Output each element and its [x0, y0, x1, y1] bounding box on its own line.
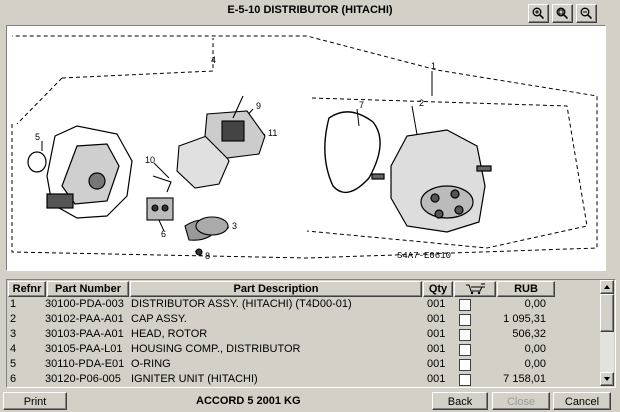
- housing-frame: [61, 38, 214, 79]
- callout-11[interactable]: 11: [268, 128, 277, 138]
- add-to-cart-checkbox[interactable]: [459, 314, 471, 326]
- row-refnr: 2: [10, 313, 17, 325]
- coil-drawing: [176, 95, 266, 189]
- add-to-cart-checkbox[interactable]: [459, 359, 471, 371]
- row-price: 506,32: [512, 328, 546, 340]
- assembly-frame: [11, 35, 598, 259]
- row-part-number: 30110-PDA-E01: [45, 358, 125, 370]
- col-qty-header[interactable]: Qty: [423, 281, 453, 297]
- row-description: DISTRIBUTOR ASSY. (HITACHI) (T4D00-01): [131, 298, 352, 310]
- back-button[interactable]: Back: [432, 392, 488, 410]
- row-qty: 001: [427, 343, 446, 355]
- callout-9[interactable]: 9: [256, 101, 261, 111]
- distributor-cap-drawing: [371, 129, 492, 233]
- print-button[interactable]: Print: [3, 392, 67, 410]
- row-qty: 001: [427, 373, 446, 385]
- col-description-header[interactable]: Part Description: [130, 281, 422, 297]
- parts-table: Refnr Part Number Part Description Qty R…: [6, 279, 616, 388]
- zoom-out-icon: [580, 7, 592, 19]
- cap-frame: [306, 97, 588, 249]
- row-part-number: 30103-PAA-A01: [45, 328, 124, 340]
- cart-icon: [466, 283, 485, 295]
- col-price-header[interactable]: RUB: [497, 281, 555, 297]
- table-row[interactable]: 5 30110-PDA-E01 O-RING 001 0,00: [7, 357, 599, 372]
- callout-6[interactable]: 6: [161, 229, 166, 239]
- zoom-in-icon: [532, 7, 544, 19]
- row-price: 0,00: [524, 358, 546, 370]
- row-part-number: 30120-P06-005: [45, 373, 121, 385]
- callout-1[interactable]: 1: [431, 61, 436, 71]
- table-row[interactable]: 1 30100-PDA-003 DISTRIBUTOR ASSY. (HITACHI…: [7, 297, 599, 312]
- row-qty: 001: [427, 328, 446, 340]
- add-to-cart-checkbox[interactable]: [459, 299, 471, 311]
- callout-8[interactable]: 8: [205, 251, 210, 261]
- row-refnr: 5: [10, 358, 17, 370]
- col-part-number-header[interactable]: Part Number: [47, 281, 129, 297]
- callout-10[interactable]: 10: [145, 155, 155, 165]
- rotor-drawing: [195, 216, 229, 236]
- page-title: E-5-10 DISTRIBUTOR (HITACHI): [227, 4, 393, 16]
- gasket-drawing: [324, 111, 381, 194]
- row-refnr: 6: [10, 373, 17, 385]
- row-refnr: 3: [10, 328, 17, 340]
- distributor-housing-drawing: [27, 125, 133, 219]
- row-description: CAP ASSY.: [131, 313, 187, 325]
- row-price: 1 095,31: [503, 313, 546, 325]
- zoom-out-button[interactable]: [576, 4, 597, 23]
- zoom-fit-button[interactable]: [552, 4, 573, 23]
- table-row[interactable]: 4 30105-PAA-L01 HOUSING COMP., DISTRIBUTOR…: [7, 342, 599, 357]
- add-to-cart-checkbox[interactable]: [459, 344, 471, 356]
- callout-4[interactable]: 4: [211, 55, 216, 65]
- diagram-code: S4A7-E0610: [397, 251, 452, 261]
- scroll-up-button[interactable]: [600, 280, 614, 294]
- scroll-thumb[interactable]: [600, 294, 614, 332]
- row-qty: 001: [427, 298, 446, 310]
- row-refnr: 4: [10, 343, 17, 355]
- table-row[interactable]: 2 30102-PAA-A01 CAP ASSY. 001 1 095,31: [7, 312, 599, 327]
- add-to-cart-checkbox[interactable]: [459, 374, 471, 386]
- row-refnr: 1: [10, 298, 17, 310]
- scroll-down-button[interactable]: [600, 372, 614, 386]
- row-price: 7 158,01: [503, 373, 546, 385]
- add-to-cart-checkbox[interactable]: [459, 329, 471, 341]
- row-description: O-RING: [131, 358, 171, 370]
- table-scrollbar[interactable]: [600, 280, 614, 386]
- arrow-down-icon: [604, 377, 610, 381]
- table-row[interactable]: 6 30120-P06-005 IGNITER UNIT (HITACHI) 001 7…: [7, 372, 599, 387]
- parts-diagram[interactable]: 1 2 3 4 5 6 7 8 9 10 11 S4A7-E0610: [6, 25, 606, 271]
- zoom-fit-icon: [556, 7, 568, 19]
- col-refnr-header[interactable]: Refnr: [8, 281, 46, 297]
- footer-bar: Print ACCORD 5 2001 KG Back Close Cancel: [0, 391, 620, 412]
- callout-2[interactable]: 2: [419, 98, 424, 108]
- row-part-number: 30105-PAA-L01: [45, 343, 123, 355]
- callout-5[interactable]: 5: [35, 132, 40, 142]
- row-part-number: 30100-PDA-003: [45, 298, 124, 310]
- igniter-unit-drawing: [146, 175, 220, 256]
- row-description: IGNITER UNIT (HITACHI): [131, 373, 258, 385]
- arrow-up-icon: [604, 285, 610, 289]
- row-description: HEAD, ROTOR: [131, 328, 208, 340]
- row-price: 0,00: [524, 343, 546, 355]
- table-row[interactable]: 3 30103-PAA-A01 HEAD, ROTOR 001 506,32: [7, 327, 599, 342]
- zoom-in-button[interactable]: [528, 4, 549, 23]
- close-button[interactable]: Close: [492, 392, 550, 410]
- row-part-number: 30102-PAA-A01: [45, 313, 124, 325]
- row-description: HOUSING COMP., DISTRIBUTOR: [131, 343, 301, 355]
- col-cart-header[interactable]: [454, 281, 496, 297]
- cancel-button[interactable]: Cancel: [553, 392, 611, 410]
- row-qty: 001: [427, 313, 446, 325]
- callout-7[interactable]: 7: [359, 100, 364, 110]
- row-qty: 001: [427, 358, 446, 370]
- row-price: 0,00: [524, 298, 546, 310]
- callout-3[interactable]: 3: [232, 221, 237, 231]
- vehicle-status: ACCORD 5 2001 KG: [196, 395, 301, 407]
